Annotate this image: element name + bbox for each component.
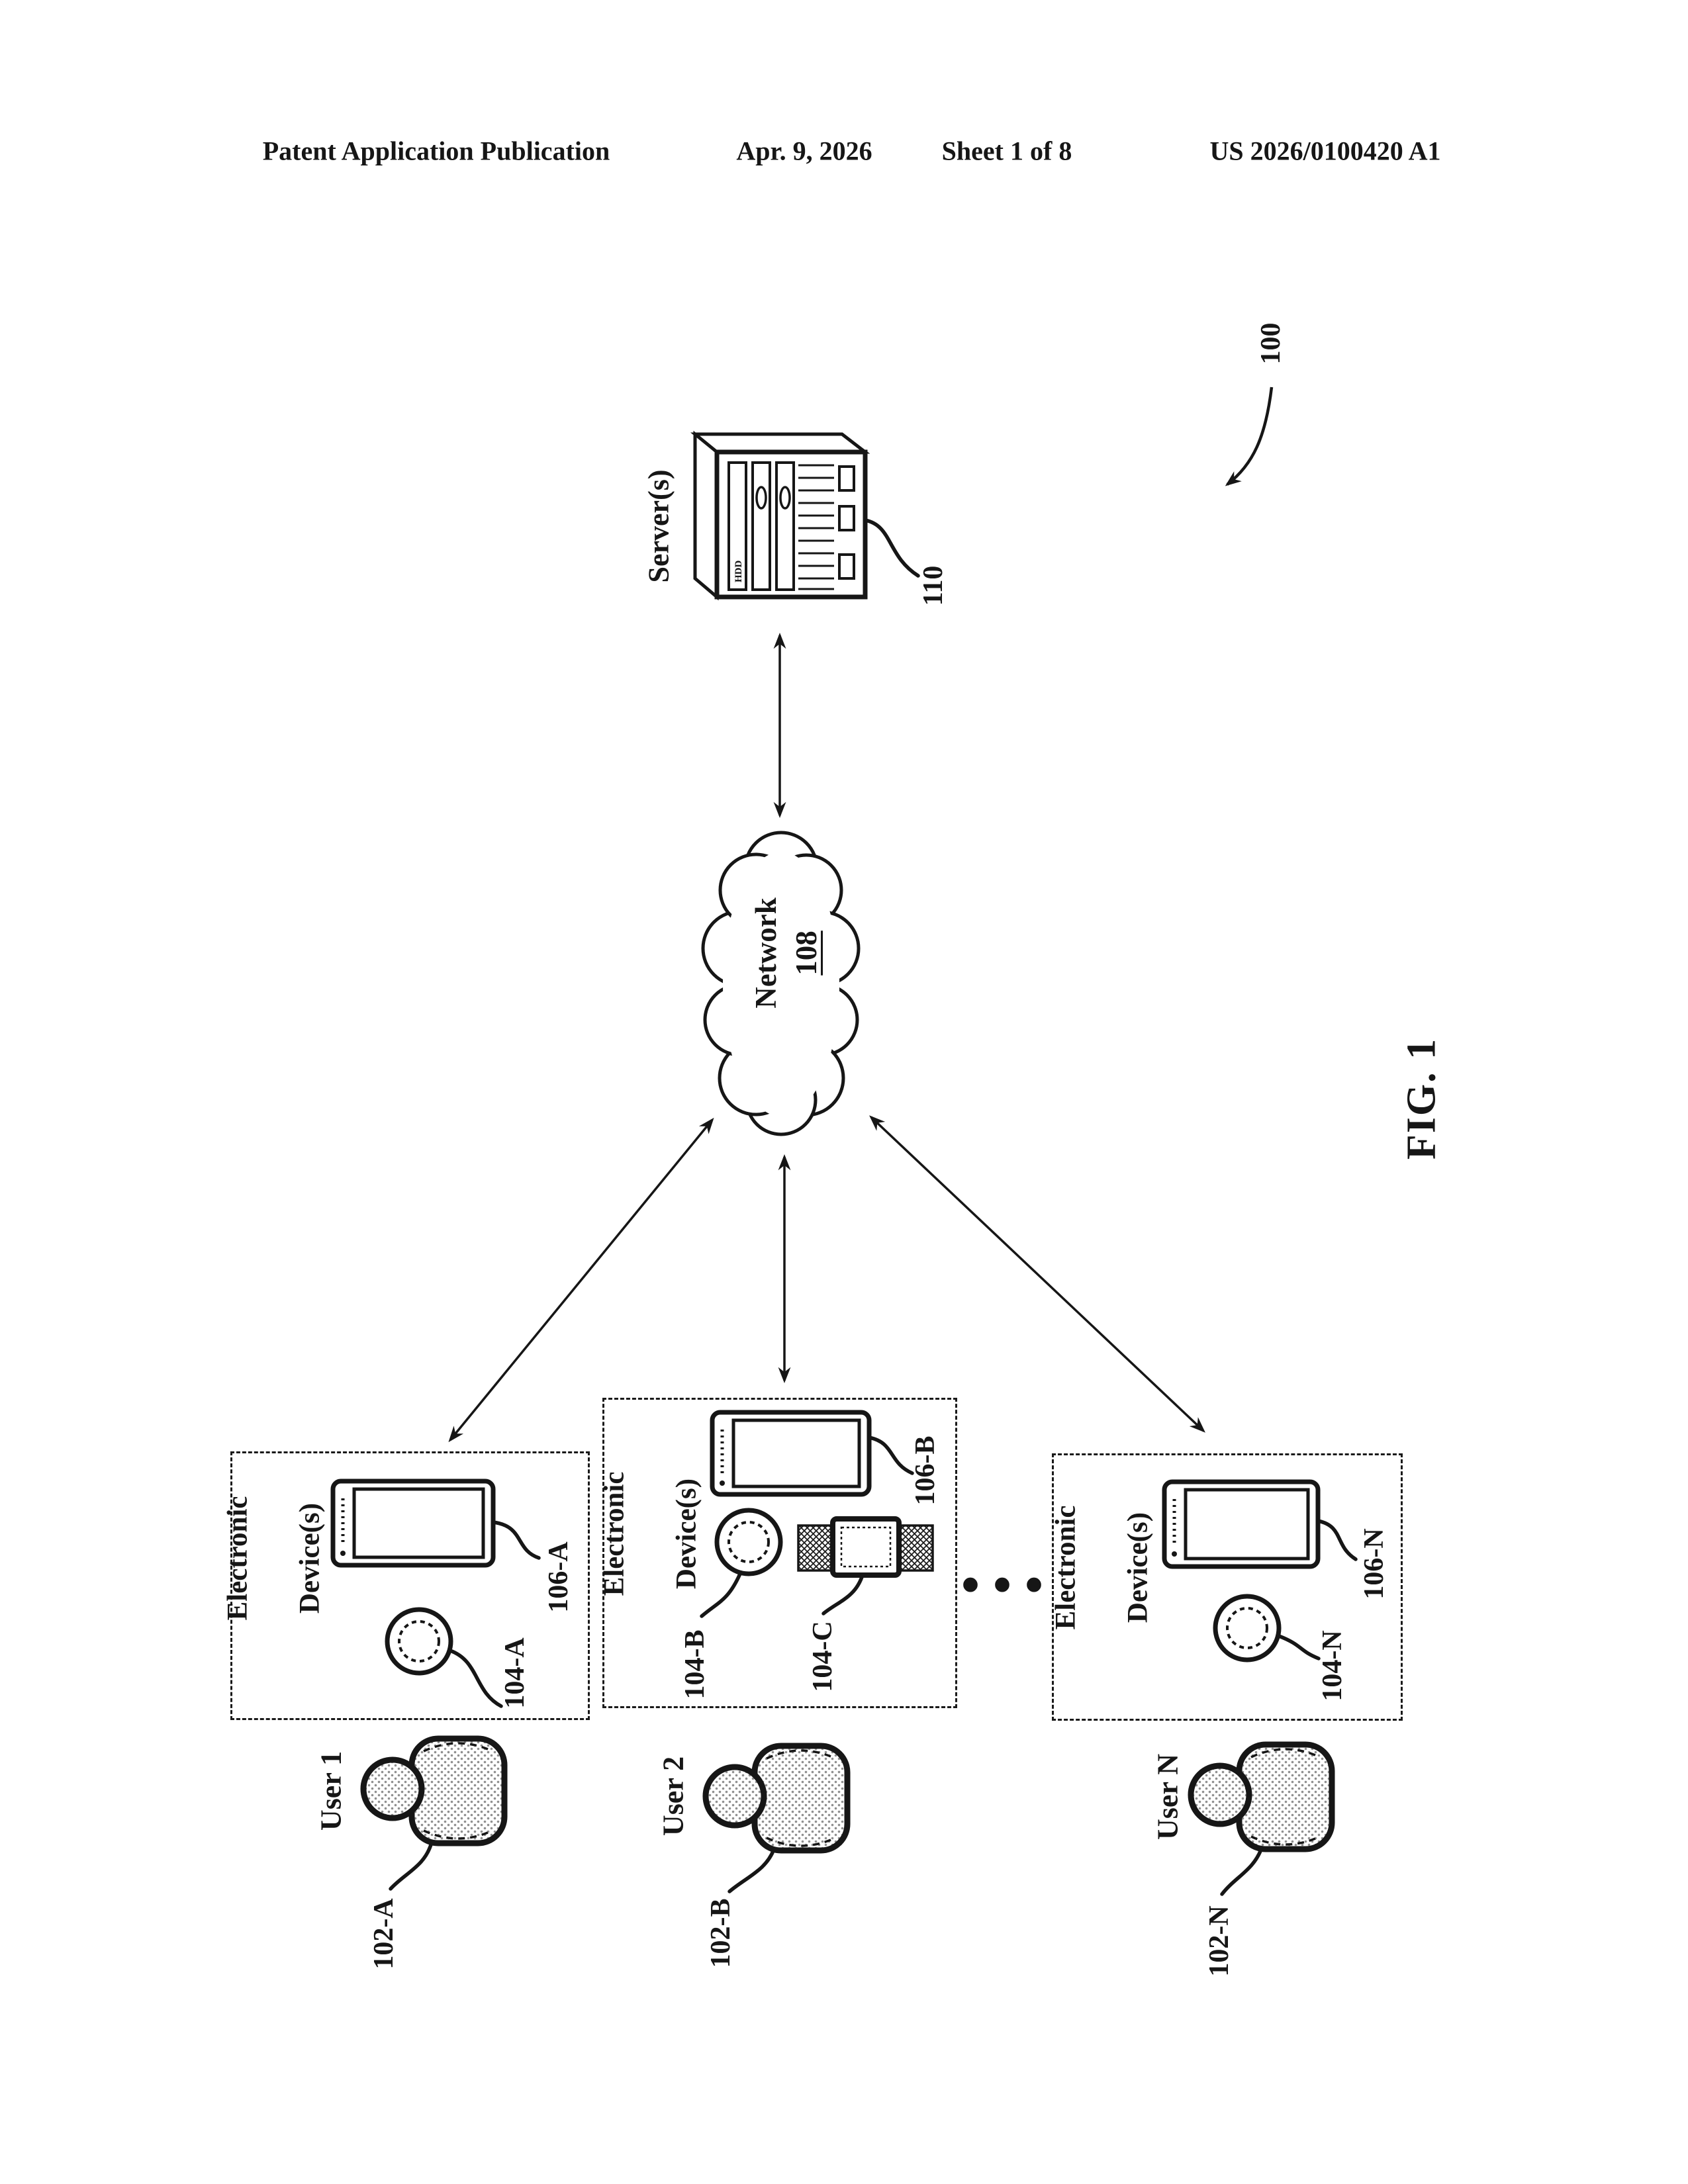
ref-arrow-100 (1225, 387, 1274, 486)
smartwatch-icon (797, 1516, 934, 1578)
group-n-title-line2: Device(s) (1122, 1512, 1154, 1623)
lead-line-106-N (1316, 1519, 1358, 1561)
ellipsis-dots: • • • (961, 1556, 1044, 1615)
header-doc-number: US 2026/0100420 A1 (1209, 136, 1441, 166)
group-b-title-line2: Device(s) (671, 1478, 702, 1590)
network-label: Network (749, 897, 782, 1009)
lead-line-102-N (1220, 1846, 1264, 1896)
ref-106-n: 106-N (1359, 1528, 1389, 1600)
header-sheet: Sheet 1 of 8 (941, 136, 1072, 166)
lead-line-102-B (727, 1846, 776, 1893)
group-a-title: Electronic Device(s) (185, 1496, 364, 1649)
ref-104-b: 104-B (680, 1629, 710, 1700)
ref-102-n: 102-N (1204, 1905, 1235, 1977)
ref-104-n: 104-N (1317, 1630, 1348, 1702)
user-icon-n (1188, 1741, 1335, 1852)
user-n-label: User N (1151, 1754, 1184, 1840)
device-group-box-a (230, 1451, 590, 1720)
user-1-label: User 1 (314, 1751, 348, 1831)
ref-102-a: 102-A (369, 1898, 399, 1970)
user-icon-2 (702, 1743, 851, 1854)
lead-line-106-A (491, 1520, 541, 1560)
lead-line-102-A (389, 1841, 434, 1891)
network-device-arrow-right (869, 1115, 1205, 1433)
ref-104-c: 104-C (808, 1621, 838, 1692)
ref-102-b: 102-B (706, 1898, 736, 1968)
smartphone-icon-b (710, 1410, 872, 1497)
smartphone-icon-a (330, 1479, 496, 1568)
smart-ring-icon-b (714, 1508, 783, 1576)
group-b-title: Electronic Device(s) (561, 1472, 741, 1625)
device-group-box-n (1052, 1453, 1403, 1721)
group-n-title-line1: Electronic (1050, 1505, 1082, 1630)
lead-line-104-B (700, 1572, 742, 1618)
ref-104-a: 104-A (500, 1637, 530, 1709)
server-label: Server(s) (642, 469, 675, 583)
lead-line-106-B (867, 1435, 914, 1475)
server-icon: HDD (690, 430, 870, 601)
user-icon-1 (360, 1735, 508, 1846)
network-device-arrow-left (448, 1117, 714, 1443)
smart-ring-icon-n (1213, 1594, 1282, 1662)
header-date: Apr. 9, 2026 (736, 136, 872, 166)
lead-line-110 (863, 518, 920, 578)
smart-ring-icon-a (385, 1607, 453, 1676)
ref-106-b: 106-B (910, 1435, 941, 1506)
lead-line-104-C (821, 1573, 865, 1615)
figure-label: FIG. 1 (1399, 1037, 1444, 1160)
lead-line-104-A (448, 1649, 503, 1708)
ref-110: 110 (918, 565, 949, 606)
header-publication: Patent Application Publication (262, 136, 610, 166)
group-a-title-line1: Electronic (222, 1496, 254, 1621)
server-hdd-label: HDD (733, 561, 744, 583)
group-n-title: Electronic Device(s) (1013, 1506, 1192, 1659)
lead-line-104-N (1277, 1634, 1321, 1661)
smartphone-icon-n (1162, 1479, 1321, 1569)
user-2-label: User 2 (657, 1756, 690, 1837)
group-a-title-line2: Device(s) (294, 1502, 326, 1614)
group-b-title-line1: Electronic (598, 1471, 630, 1596)
device-group-box-b (602, 1398, 957, 1708)
network-cloud-icon (701, 831, 861, 1136)
ref-100: 100 (1256, 322, 1286, 365)
ref-108: 108 (790, 931, 823, 976)
